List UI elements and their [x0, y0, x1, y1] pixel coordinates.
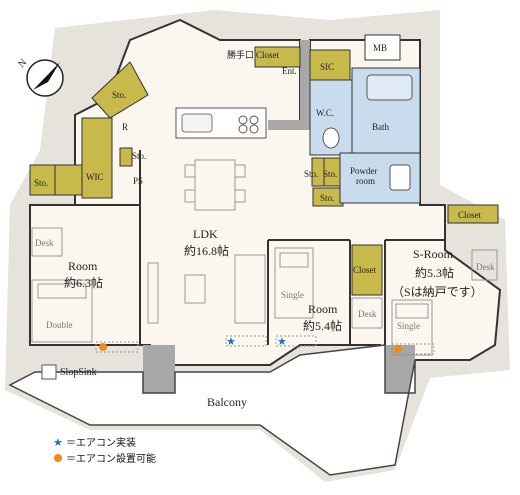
room-ldk-name: LDK: [193, 227, 218, 241]
bath-tub: [366, 74, 413, 101]
legend-dot-icon: [54, 454, 62, 462]
legend-star-text: ＝エアコン実装: [66, 436, 136, 449]
storage-areas: [29, 46, 499, 296]
balcony: [8, 344, 416, 476]
room1-name: Room: [68, 259, 98, 273]
aircon-dot-sroom: [394, 345, 402, 353]
sroom-furniture: [391, 249, 498, 356]
sroom-note: （Sは納戸です）: [392, 285, 483, 299]
label-closet-top: Closet: [256, 50, 280, 60]
legend: ★ ＝エアコン実装 ＝エアコン設置可能: [53, 436, 156, 465]
dining-table: [184, 159, 246, 211]
tv-board: [147, 262, 159, 324]
label-double: Double: [46, 320, 73, 330]
aircon-markers: ★ ★: [95, 335, 435, 355]
label-desk2: Desk: [358, 309, 377, 319]
label-sto-wc1: Sto.: [304, 169, 318, 179]
mb-box: [364, 34, 401, 61]
room-ldk-size: 約16.8帖: [184, 243, 229, 258]
aircon-star-room2: ★: [277, 336, 287, 348]
room1-size: 約6.3帖: [64, 275, 103, 290]
label-wic: WIC: [86, 172, 104, 182]
label-sic: SIC: [320, 62, 334, 72]
label-single1: Single: [281, 290, 304, 300]
label-wc: W.C.: [316, 108, 334, 118]
label-bath: Bath: [372, 122, 389, 132]
sofa: [184, 254, 266, 324]
label-katteguchi: 勝手口: [227, 49, 254, 60]
label-sto-top: Sto.: [112, 90, 126, 100]
room2-furniture: [274, 247, 383, 329]
toilet-icon: [322, 127, 340, 149]
label-balcony: Balcony: [207, 395, 247, 409]
label-sto-left: Sto.: [34, 178, 48, 188]
label-single2: Single: [397, 321, 420, 331]
label-sto-mid: Sto.: [132, 151, 146, 161]
label-r: R: [122, 122, 128, 132]
aircon-dot-room1: [99, 343, 107, 351]
room2-size: 約5.4帖: [303, 318, 342, 333]
compass-needle-icon: [33, 62, 60, 90]
slopsink-icon: [41, 364, 57, 380]
label-slopsink: SlopSink: [60, 367, 97, 378]
label-sto-wc2: Sto.: [323, 169, 337, 179]
sink-icon: [389, 164, 411, 191]
legend-dot-text: ＝エアコン設置可能: [66, 452, 156, 465]
legend-star-icon: ★: [53, 437, 63, 449]
label-closet-room2: Closet: [353, 265, 377, 275]
kitchen-counter: [175, 107, 267, 139]
interior-walls: [30, 150, 445, 345]
label-desk1: Desk: [35, 238, 54, 248]
sroom-name: S-Room: [413, 247, 454, 261]
aircon-star-ldk: ★: [226, 336, 236, 348]
label-ent: Ent.: [282, 66, 297, 76]
label-desk3: Desk: [476, 262, 495, 272]
room1-furniture: [31, 227, 93, 343]
sroom-size: 約5.3帖: [415, 265, 454, 280]
label-sto-bottom: Sto.: [320, 193, 334, 203]
label-closet-sroom: Closet: [458, 210, 482, 220]
label-ps: PS: [133, 176, 143, 186]
label-mb: MB: [373, 43, 387, 53]
label-powder: Powder: [350, 166, 378, 176]
room2-name: Room: [308, 302, 338, 316]
label-powder-room: room: [356, 176, 375, 186]
